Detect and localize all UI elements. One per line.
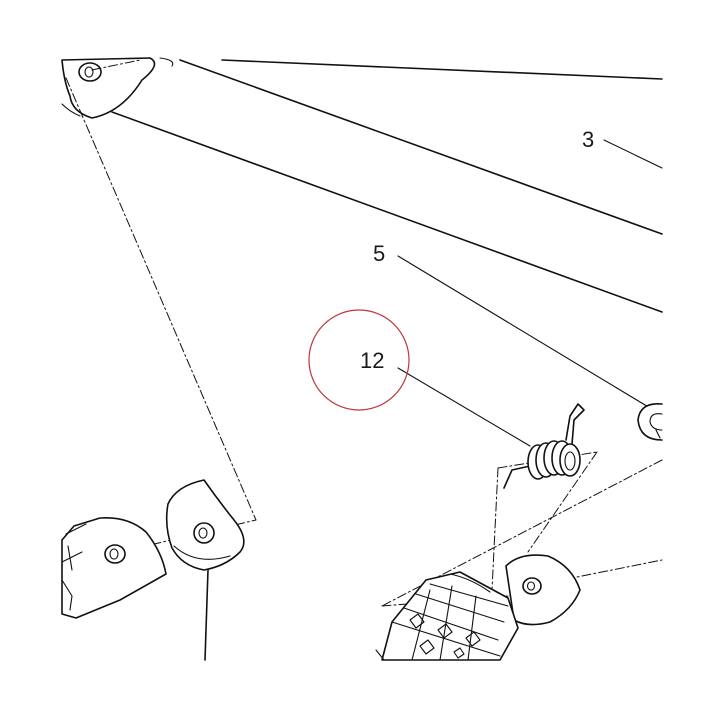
grip-assembly-lower-right [375, 554, 581, 661]
callout-label-3: 3 [582, 127, 594, 152]
leader-line-3 [603, 139, 663, 169]
leader-line-12 [397, 367, 531, 447]
clip-part-5 [637, 403, 663, 441]
assembly-guide-lines [65, 59, 663, 607]
highlight-circle [308, 309, 410, 411]
callout-label-5: 5 [373, 241, 385, 266]
torsion-spring-part-12 [503, 403, 585, 489]
frame-tubes [111, 59, 663, 313]
pivot-bracket-top-left [61, 57, 174, 119]
leader-line-5 [397, 255, 651, 409]
hinge-block-lower-left [61, 516, 167, 619]
washer-plate [165, 479, 245, 661]
leader-lines [397, 139, 663, 447]
callout-label-12: 12 [360, 348, 384, 373]
